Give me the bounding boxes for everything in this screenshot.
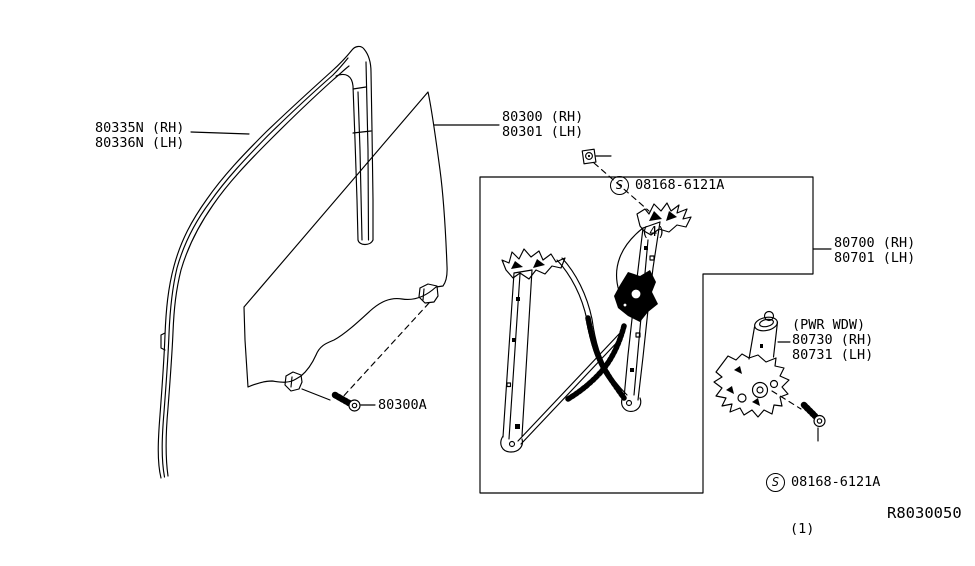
- window-regulator-rh: 80700 (RH): [834, 235, 916, 251]
- motor-screw-label: S 08168-6121A (1): [766, 443, 880, 566]
- window-regulator-drawing: [500, 162, 692, 453]
- glass-bolt-part-number: 80300A: [378, 397, 427, 413]
- motor-lh: 80731 (LH): [792, 347, 874, 363]
- glass-run-channel-label: 80335N (RH)80336N (LH): [95, 121, 184, 151]
- window-regulator-lh: 80701 (LH): [834, 250, 916, 266]
- regulator-bolt-part-number: 08168-6121A: [635, 177, 725, 193]
- door-glass-drawing: [243, 91, 448, 401]
- regulator-box: [479, 176, 832, 494]
- glass-screw-icon: [331, 391, 376, 412]
- motor-screw-qty: (1): [790, 521, 815, 537]
- door-glass-lh: 80301 (LH): [502, 124, 584, 140]
- diagram-ref-code: R8030050: [887, 504, 962, 522]
- glass-run-channel-drawing: [157, 45, 374, 479]
- regulator-bolt-label: S 08168-6121A (4): [610, 146, 724, 269]
- window-motor-drawing: [713, 310, 802, 418]
- standard-part-symbol: S: [610, 176, 629, 195]
- leader-lines: [190, 124, 500, 135]
- motor-label: (PWR WDW)80730 (RH)80731 (LH): [792, 318, 873, 363]
- regulator-bolt-qty: (4): [641, 224, 666, 240]
- motor-screw-part-number: 08168-6121A: [791, 474, 881, 490]
- door-glass-rh: 80300 (RH): [502, 109, 584, 125]
- door-glass-label: 80300 (RH)80301 (LH): [502, 110, 583, 140]
- motor-note: (PWR WDW): [792, 317, 866, 333]
- window-regulator-label: 80700 (RH)80701 (LH): [834, 236, 915, 266]
- glass-lower-tab: [284, 371, 303, 392]
- glass-upper-tab: [418, 283, 439, 304]
- glass-run-channel-lh: 80336N (LH): [95, 135, 185, 151]
- glass-run-channel-rh: 80335N (RH): [95, 120, 185, 136]
- motor-screw-icon: [800, 401, 826, 442]
- regulator-bolt-icon: [581, 148, 612, 165]
- glass-bolt-label: 80300A: [378, 398, 427, 413]
- motor-rh: 80730 (RH): [792, 332, 874, 348]
- standard-part-symbol: S: [766, 473, 785, 492]
